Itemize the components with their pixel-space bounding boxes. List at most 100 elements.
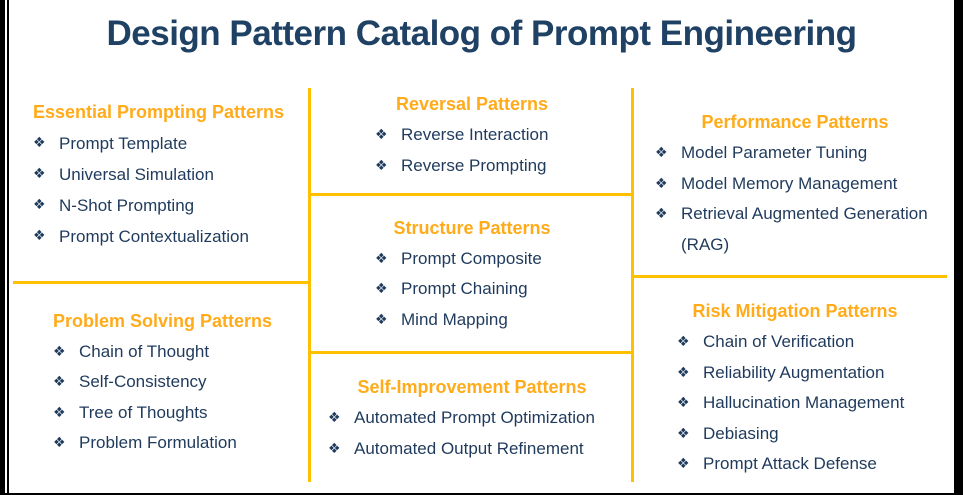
pattern-name: Prompt Template [59,134,188,153]
section-essential-prompting-patterns: Essential Prompting Patterns ❖ Prompt Te… [33,102,309,252]
pattern-name: Problem Formulation [79,433,237,453]
bullet-icon: ❖ [328,410,341,426]
bullet-icon: ❖ [33,135,46,151]
section-heading: Essential Prompting Patterns [33,102,285,122]
pattern-name: Automated Prompt Optimization [354,408,595,427]
bullet-icon: ❖ [53,435,66,452]
page-title: Design Pattern Catalog of Prompt Enginee… [106,14,857,53]
pattern-list: ❖ Chain of Thought ❖ Self-Consistency ❖ … [53,337,313,459]
bullet-icon: ❖ [375,281,388,298]
divider-horizontal-middle-lower [308,351,634,354]
pattern-name: Self-Consistency [79,372,207,392]
bullet-icon: ❖ [655,206,668,222]
section-reversal-patterns: Reversal Patterns ❖ Reverse Interaction … [312,94,632,181]
pattern-name: Hallucination Management [703,393,905,412]
list-item: ❖ Reliability Augmentation [677,358,945,389]
list-item: ❖ Tree of Thoughts [53,398,313,428]
pattern-name: Chain of Thought [79,342,210,361]
bullet-icon: ❖ [375,251,388,267]
pattern-name: Prompt Composite [401,249,542,268]
list-item: ❖ Prompt Composite [375,244,632,274]
pattern-list: ❖ Automated Prompt Optimization ❖ Automa… [312,403,632,464]
divider-vertical-left [308,88,311,482]
scan-edge-bottom-line [0,493,963,495]
bullet-icon: ❖ [677,425,690,442]
divider-horizontal-left-column [13,281,309,284]
pattern-name: Prompt Chaining [401,279,528,299]
section-structure-patterns: Structure Patterns ❖ Prompt Composite ❖ … [312,218,632,335]
bullet-icon: ❖ [53,344,66,360]
list-item: ❖ Chain of Verification [677,327,945,358]
bullet-icon: ❖ [655,145,668,161]
pattern-list: ❖ Reverse Interaction ❖ Reverse Promptin… [312,120,632,181]
list-item: ❖ Model Memory Management [655,169,945,200]
scan-edge-left-line [7,0,9,495]
pattern-list: ❖ Prompt Composite ❖ Prompt Chaining ❖ M… [312,244,632,335]
pattern-name: Prompt Contextualization [59,227,249,246]
list-item: ❖ Prompt Contextualization [33,221,309,252]
section-self-improvement-patterns: Self-Improvement Patterns ❖ Automated Pr… [312,377,632,464]
list-item: ❖ Prompt Template [33,128,309,159]
list-item: ❖ Model Parameter Tuning [655,138,945,169]
list-item: ❖ Problem Formulation [53,428,313,458]
scan-edge-left-bar [0,0,5,495]
bullet-icon: ❖ [375,311,388,328]
bullet-icon: ❖ [677,364,690,381]
pattern-name: Mind Mapping [401,309,508,329]
bullet-icon: ❖ [677,456,690,472]
list-item: ❖ Prompt Chaining [375,274,632,304]
pattern-list: ❖ Chain of Verification ❖ Reliability Au… [645,327,945,480]
divider-horizontal-right-column [631,275,947,278]
list-item: ❖ Reverse Prompting [375,151,632,182]
pattern-name: Tree of Thoughts [79,402,208,422]
bullet-icon: ❖ [328,440,341,457]
bullet-icon: ❖ [33,166,46,182]
section-problem-solving-patterns: Problem Solving Patterns ❖ Chain of Thou… [53,311,313,459]
list-item: ❖ Hallucination Management [677,388,945,419]
list-item: ❖ Universal Simulation [33,159,309,190]
pattern-name: Reverse Prompting [401,155,547,175]
pattern-name: Chain of Verification [703,332,855,351]
pattern-name: N-Shot Prompting [59,196,195,215]
pattern-name: Prompt Attack Defense [703,454,877,473]
section-performance-patterns: Performance Patterns ❖ Model Parameter T… [645,112,945,260]
scan-edge-right-bar [954,0,963,495]
list-item: ❖ Automated Output Refinement [328,434,632,465]
bullet-icon: ❖ [655,175,668,192]
pattern-name: Retrieval Augmented Generation (RAG) [681,204,928,254]
bullet-icon: ❖ [53,404,66,421]
bullet-icon: ❖ [375,127,388,143]
pattern-name: Universal Simulation [59,165,214,184]
list-item: ❖ Prompt Attack Defense [677,449,945,480]
section-heading: Reversal Patterns [395,94,549,114]
pattern-list: ❖ Model Parameter Tuning ❖ Model Memory … [645,138,945,260]
pattern-name: Reverse Interaction [401,125,549,144]
list-item: ❖ Automated Prompt Optimization [328,403,632,434]
pattern-name: Reliability Augmentation [703,362,885,382]
pattern-list: ❖ Prompt Template ❖ Universal Simulation… [33,128,309,252]
pattern-name: Model Parameter Tuning [681,143,868,162]
list-item: ❖ Chain of Thought [53,337,313,367]
list-item: ❖ Self-Consistency [53,367,313,397]
section-heading: Structure Patterns [393,218,551,238]
bullet-icon: ❖ [677,395,690,411]
bullet-icon: ❖ [33,228,46,244]
pattern-name: Debiasing [703,423,779,443]
bullet-icon: ❖ [677,334,690,350]
divider-horizontal-middle-upper [308,193,634,196]
list-item: ❖ Mind Mapping [375,305,632,335]
pattern-name: Model Memory Management [681,173,898,193]
bullet-icon: ❖ [375,157,388,174]
section-heading: Self-Improvement Patterns [357,377,587,397]
pattern-name: Automated Output Refinement [354,438,584,458]
section-heading: Problem Solving Patterns [53,311,273,331]
divider-vertical-right [631,88,634,482]
section-heading: Performance Patterns [701,112,889,132]
bullet-icon: ❖ [33,197,46,213]
section-heading: Risk Mitigation Patterns [692,301,898,321]
list-item: ❖ Debiasing [677,419,945,450]
list-item: ❖ Retrieval Augmented Generation (RAG) [655,199,945,260]
list-item: ❖ Reverse Interaction [375,120,632,151]
bullet-icon: ❖ [53,374,66,391]
